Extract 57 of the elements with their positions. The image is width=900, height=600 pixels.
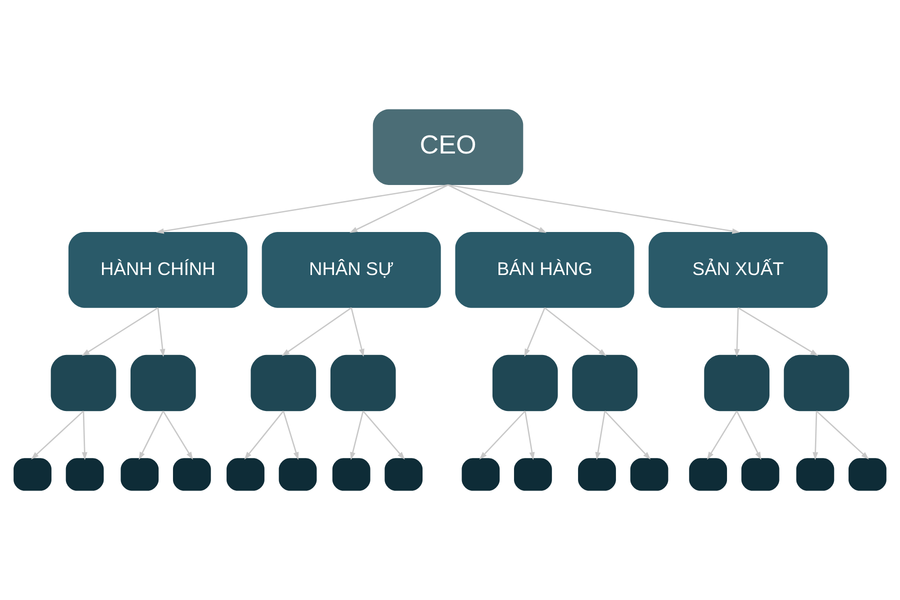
arrow — [82, 307, 158, 356]
arrow — [707, 410, 738, 460]
node-box — [492, 354, 558, 412]
node-box — [330, 354, 396, 412]
arrow — [138, 410, 164, 460]
node-box — [630, 458, 668, 491]
node-box — [278, 458, 317, 491]
node-box — [572, 354, 638, 412]
node-box: BÁN HÀNG — [455, 232, 634, 308]
node-box — [66, 458, 104, 491]
arrow — [282, 410, 299, 460]
arrow — [479, 410, 526, 460]
node-box — [332, 458, 370, 491]
arrow — [812, 411, 818, 460]
node-box — [578, 458, 616, 491]
node-box — [14, 458, 52, 491]
arrow — [350, 308, 364, 357]
node-box — [796, 458, 834, 491]
node-box — [689, 458, 728, 491]
arrow — [350, 184, 448, 233]
node-box: SẢN XUẤT — [648, 232, 828, 308]
node-box: CEO — [372, 109, 524, 186]
arrow — [82, 411, 88, 460]
arrow — [244, 410, 284, 460]
node-box — [462, 458, 500, 491]
node-box: HÀNH CHÍNH — [68, 232, 248, 308]
arrow — [524, 308, 546, 357]
node-box — [384, 458, 423, 491]
node-box — [848, 458, 886, 491]
arrow — [156, 184, 448, 234]
arrow — [350, 410, 364, 460]
node-box: NHÂN SỰ — [262, 232, 441, 308]
node-box — [130, 354, 196, 412]
arrow — [362, 410, 405, 460]
arrow — [816, 410, 869, 460]
node-box — [514, 458, 552, 491]
arrow — [157, 308, 166, 357]
node-box — [226, 458, 264, 491]
node-box — [704, 354, 770, 412]
node-box — [50, 354, 116, 412]
arrow — [448, 184, 546, 233]
node-box — [120, 458, 159, 491]
arrow — [544, 307, 606, 356]
arrow — [524, 410, 535, 460]
arrow — [448, 184, 740, 234]
arrow — [734, 308, 740, 357]
arrow — [162, 410, 193, 460]
node-box — [250, 354, 316, 412]
node-box — [741, 458, 780, 491]
node-box — [172, 458, 211, 491]
arrow — [31, 410, 84, 460]
node-box — [784, 354, 850, 412]
arrow — [595, 410, 606, 460]
arrow — [282, 307, 352, 356]
arrow — [604, 410, 651, 460]
arrow — [738, 307, 818, 356]
arrow — [736, 410, 762, 460]
